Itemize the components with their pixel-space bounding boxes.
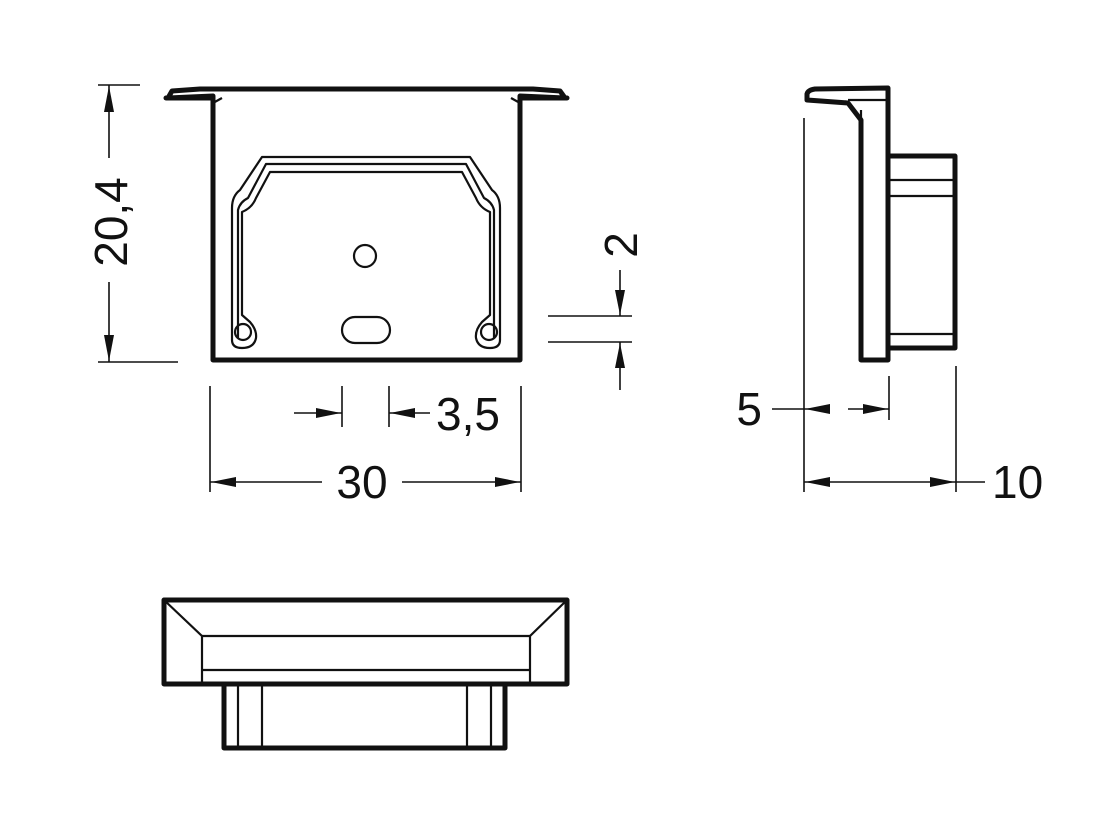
corner-hole-right — [479, 322, 499, 342]
top-view-chamfer-left-top — [163, 599, 203, 637]
dim-height: 20,4 — [85, 84, 178, 363]
dim-side-depth-label: 10 — [992, 456, 1043, 508]
dim-width: 30 — [209, 386, 522, 508]
top-view-chamfer-right-top — [529, 599, 568, 637]
dim-slot-gap-label: 2 — [595, 232, 647, 258]
center-hole — [352, 243, 378, 269]
top-view-plug — [221, 681, 508, 751]
top-view — [161, 597, 570, 751]
dim-slot-gap: 2 — [548, 232, 647, 390]
dim-width-label: 30 — [336, 456, 387, 508]
front-view — [163, 86, 570, 363]
corner-hole-left — [233, 322, 253, 342]
mounting-slot — [340, 315, 392, 345]
side-view-flange — [804, 85, 891, 363]
dim-side-flange: 5 — [736, 118, 890, 492]
dim-slot-offset-label: 3,5 — [436, 388, 500, 440]
dim-side-flange-label: 5 — [736, 383, 762, 435]
inner-channel-outer — [230, 155, 502, 350]
dim-slot-offset: 3,5 — [294, 386, 500, 440]
front-view-outline — [165, 86, 568, 363]
dim-side-depth: 10 — [804, 366, 1043, 508]
top-view-flange — [161, 597, 570, 687]
flange-corner-left — [212, 97, 223, 104]
dim-height-label: 20,4 — [85, 177, 137, 267]
flange-corner-right — [510, 97, 521, 104]
inner-channel-inner — [236, 162, 496, 338]
side-view — [804, 85, 958, 363]
side-view-plug — [885, 153, 958, 351]
side-view-chamfer — [844, 100, 862, 119]
